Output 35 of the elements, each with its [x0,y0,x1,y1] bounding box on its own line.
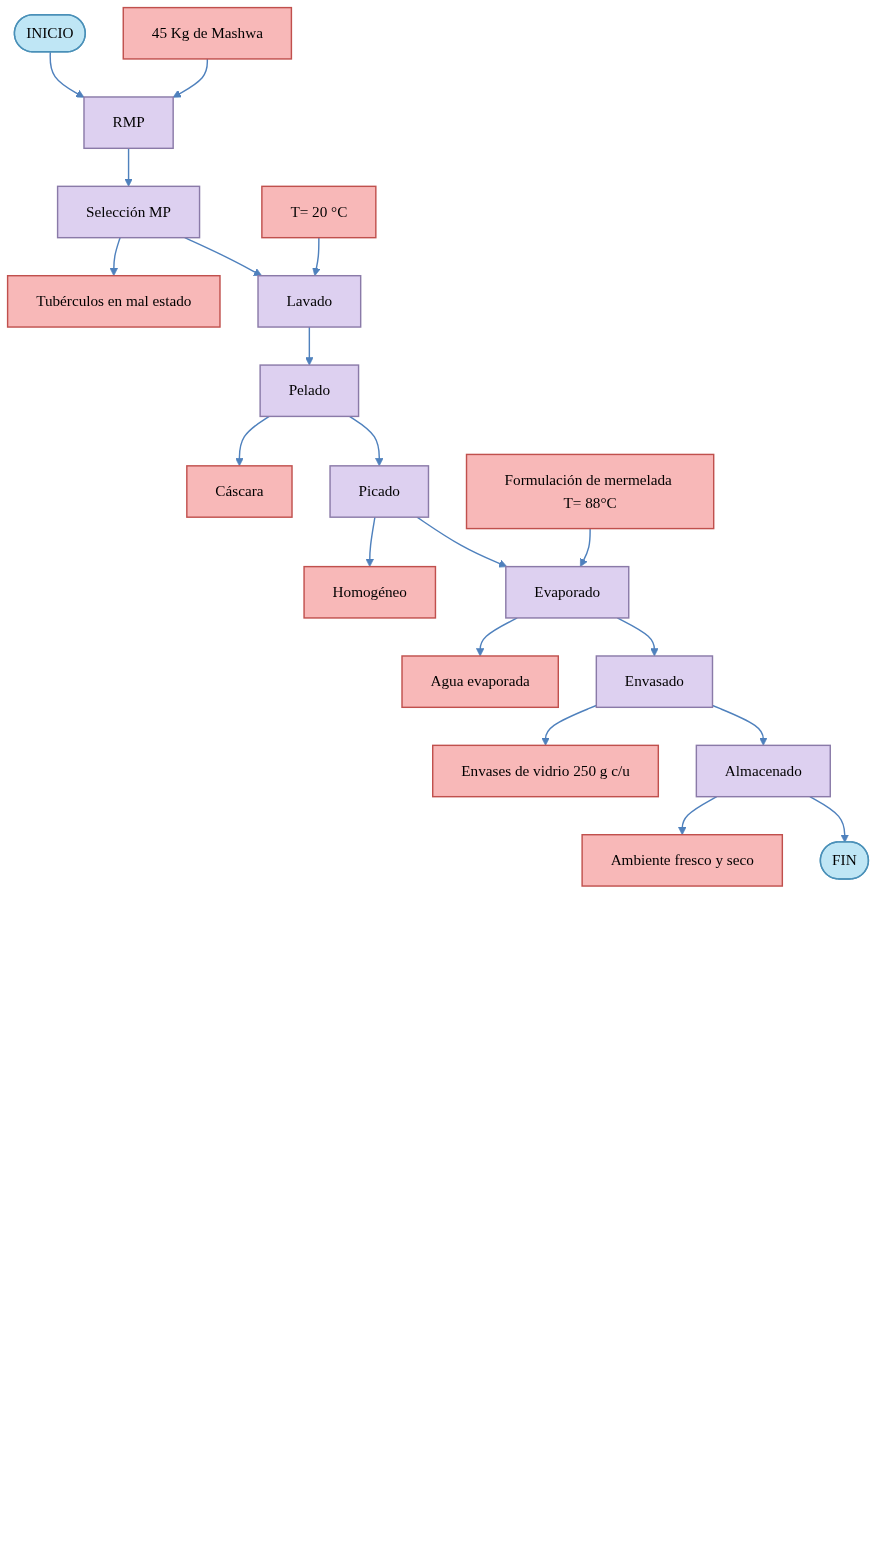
node-box: 45 Kg de Mashwa [122,6,293,60]
node-box: Picado [329,465,430,518]
node-box: Lavado [257,275,362,328]
node-box: Formulación de mermelada T= 88°C [465,453,715,530]
node-box: Selección MP [56,185,201,239]
arrow [305,326,314,366]
arrow [416,516,508,568]
node-box: Pelado [259,364,360,418]
node-box: T= 20 °C [261,185,377,239]
arrow [109,236,121,277]
node-box: Tubérculos en mal estado [6,275,221,328]
arrow [365,516,376,567]
arrow [348,415,384,467]
node-box: Almacenado [695,744,831,798]
arrow [49,51,85,98]
arrow [172,58,209,98]
arrow [312,236,321,277]
node-box: Agua evaporada [401,655,559,709]
arrow [809,795,849,843]
arrow [711,704,768,746]
arrow [124,147,133,187]
node-box: Evaporado [505,565,630,619]
node-box: Envases de vidrio 250 g c/u [432,744,660,798]
node-box: Cáscara [186,465,293,518]
arrow [616,617,659,657]
arrow [184,236,263,277]
arrow [235,415,270,467]
arrow [541,704,598,746]
node-box: Homogéneo [303,565,437,619]
arrow [580,527,591,567]
node-box: Envasado [595,655,714,709]
arrow [475,617,518,657]
node-box: RMP [83,96,174,150]
arrow [678,795,718,836]
node-box: Ambiente fresco y seco [581,834,784,887]
